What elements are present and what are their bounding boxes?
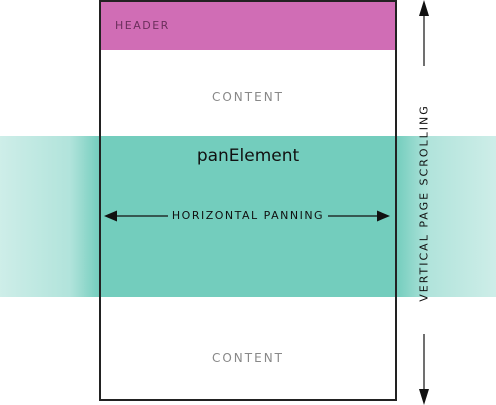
- vertical-scrolling-label: VERTICAL PAGE SCROLLING: [417, 104, 431, 302]
- header-label: HEADER: [115, 19, 170, 32]
- content-label-bottom: CONTENT: [211, 351, 285, 365]
- header-bar: [101, 2, 395, 50]
- device-frame: [99, 0, 397, 401]
- content-label-top: CONTENT: [211, 90, 285, 104]
- vertical-scrolling-arrow: [419, 0, 429, 405]
- horizontal-panning-label: HORIZONTAL PANNING: [99, 209, 397, 222]
- pan-element-title: panElement: [196, 146, 300, 166]
